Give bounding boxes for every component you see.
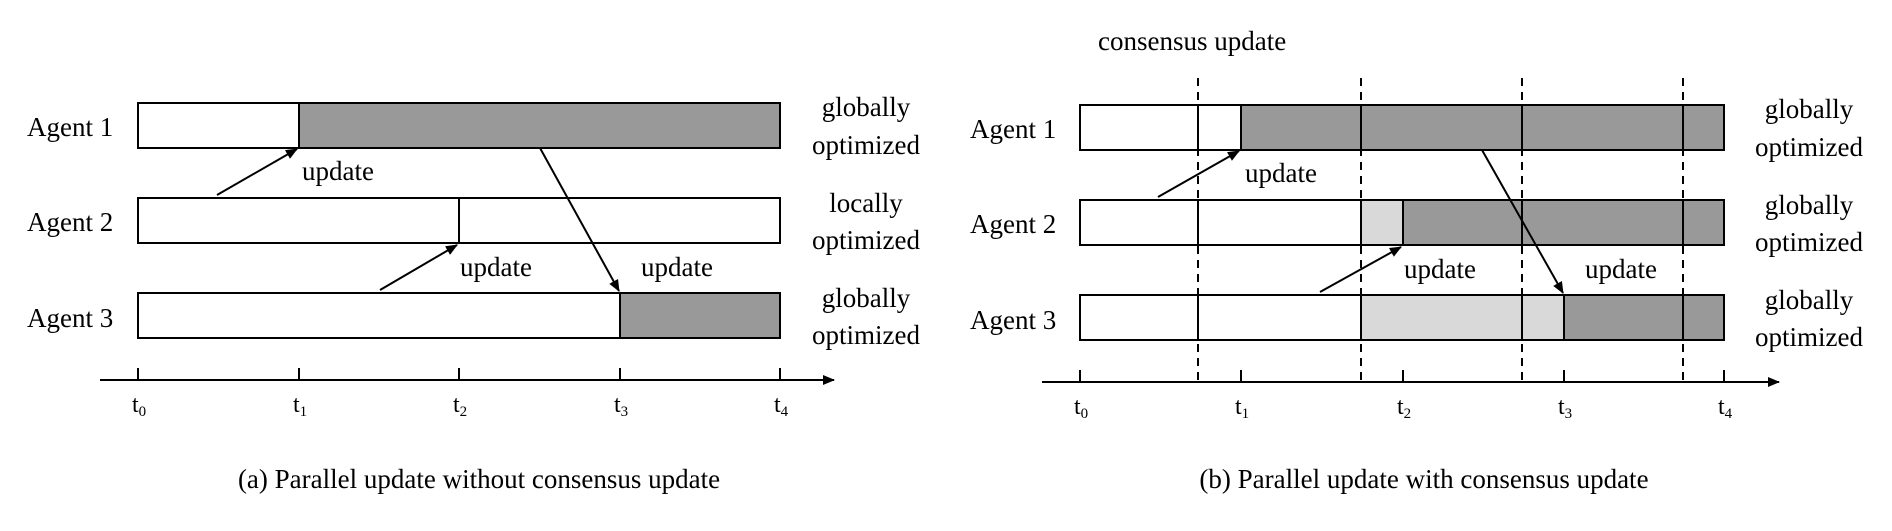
tick-label-t4: t4: [774, 392, 789, 420]
update-label-3: update: [641, 252, 713, 282]
agent-3-status-line2: optimized: [1755, 322, 1863, 352]
tick-label-t2: t2: [1397, 394, 1411, 422]
update-label-2: update: [1404, 254, 1476, 284]
agent-3-pending-segment: [1360, 294, 1565, 341]
agent-3-status-line1: globally: [822, 283, 911, 313]
agent-2-status-line1: locally: [829, 188, 903, 218]
agent-2-optimized-segment: [1402, 199, 1725, 246]
agent-1-idle-segment: [137, 102, 300, 149]
agent-3-idle-segment: [1079, 294, 1362, 341]
tick-label-t2: t2: [453, 392, 467, 420]
tick-label-t1: t1: [1235, 394, 1249, 422]
agent-2-status-line1: globally: [1765, 190, 1854, 220]
agent-1-status-line1: globally: [822, 92, 911, 122]
agent-3-optimized-segment: [1563, 294, 1725, 341]
agent-2-pending-segment: [1360, 199, 1404, 246]
agent-1-status-line2: optimized: [1755, 132, 1863, 162]
agent-3-label: Agent 3: [970, 305, 1056, 335]
panel-a: Agent 1 Agent 2 Agent 3 globally optimiz…: [27, 92, 920, 494]
tick-label-t0: t0: [132, 392, 146, 420]
update-label-1: update: [1245, 158, 1317, 188]
agent-1-optimized-segment: [1240, 104, 1725, 151]
update-arrow-agent-2: [1319, 246, 1402, 293]
agent-2-label: Agent 2: [970, 209, 1056, 239]
agent-1-status-line1: globally: [1765, 94, 1854, 124]
update-arrow-agent-1: [1157, 150, 1240, 198]
agent-3-status-line1: globally: [1765, 285, 1854, 315]
agent-3-idle-segment: [137, 292, 621, 339]
agent-2-idle-segment: [1079, 199, 1362, 246]
tick-label-t4: t4: [1718, 394, 1733, 422]
update-arrow-agent-3: [1481, 149, 1564, 294]
tick-label-t3: t3: [614, 392, 628, 420]
update-label-1: update: [302, 156, 374, 186]
caption-b: (b) Parallel update with consensus updat…: [1199, 464, 1648, 494]
agent-2-status-line2: optimized: [812, 225, 920, 255]
agent-2-status-line2: optimized: [1755, 227, 1863, 257]
agent-1-status-line2: optimized: [812, 130, 920, 160]
consensus-update-label: consensus update: [1098, 26, 1286, 56]
panel-b: consensus update Agent 1 Agent 2 Agent 3: [970, 26, 1863, 494]
agent-1-idle-segment: [1079, 104, 1242, 151]
agent-3-status-line2: optimized: [812, 320, 920, 350]
agent-3-optimized-segment: [619, 292, 781, 339]
agent-3-label: Agent 3: [27, 303, 113, 333]
tick-label-t1: t1: [293, 392, 307, 420]
caption-a: (a) Parallel update without consensus up…: [238, 464, 720, 494]
agent-2-label: Agent 2: [27, 207, 113, 237]
agent-1-label: Agent 1: [27, 112, 113, 142]
tick-label-t3: t3: [1558, 394, 1572, 422]
update-label-3: update: [1585, 254, 1657, 284]
agent-1-label: Agent 1: [970, 114, 1056, 144]
agent-1-optimized-segment: [298, 102, 781, 149]
update-arrow-agent-3: [539, 147, 620, 292]
update-arrow-agent-2: [379, 244, 458, 291]
update-label-2: update: [460, 252, 532, 282]
tick-label-t0: t0: [1074, 394, 1088, 422]
update-arrow-agent-1: [216, 148, 298, 196]
